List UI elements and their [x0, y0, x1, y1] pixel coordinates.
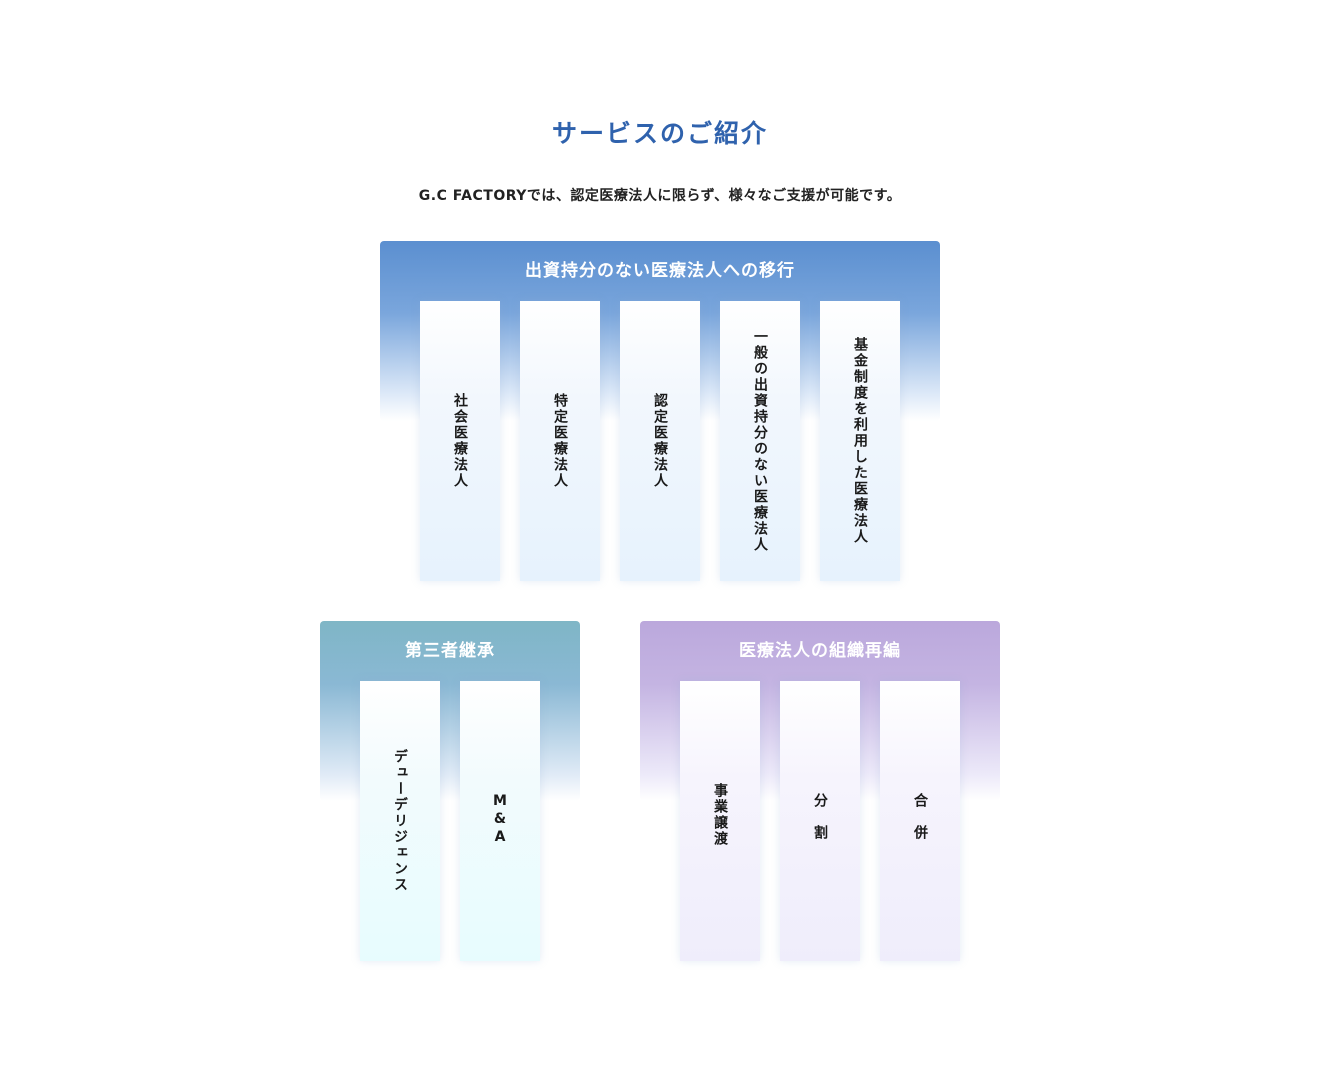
service-card[interactable]: 特定医療法人: [520, 301, 600, 581]
service-card-label: 事業譲渡: [712, 783, 728, 847]
service-card-label: 社会医療法人: [452, 393, 468, 489]
service-card[interactable]: 合併: [880, 681, 960, 961]
section-subtitle: G.C FACTORYでは、認定医療法人に限らず、様々なご支援が可能です。: [418, 188, 902, 204]
service-card[interactable]: デューデリジェンス: [360, 681, 440, 961]
service-card-label: 一般の出資持分のない医療法人: [752, 329, 768, 553]
group-title: 第三者継承: [405, 641, 495, 661]
service-card-label: 認定医療法人: [652, 393, 668, 489]
service-card[interactable]: 一般の出資持分のない医療法人: [720, 301, 800, 581]
service-card[interactable]: 認定医療法人: [620, 301, 700, 581]
service-group-transition: 出資持分のない医療法人への移行 社会医療法人 特定医療法人 認定医療法人 一般の…: [380, 241, 940, 581]
service-card-label: 基金制度を利用した医療法人: [852, 337, 868, 545]
section-title: サービスのご紹介: [551, 119, 768, 148]
service-card[interactable]: 事業譲渡: [680, 681, 760, 961]
service-card[interactable]: M&A: [460, 681, 540, 961]
service-card[interactable]: 基金制度を利用した医療法人: [820, 301, 900, 581]
service-card[interactable]: 社会医療法人: [420, 301, 500, 581]
service-card-label: 特定医療法人: [552, 393, 568, 489]
service-group-succession: 第三者継承 デューデリジェンス M&A: [320, 621, 580, 961]
service-card[interactable]: 分割: [780, 681, 860, 961]
group-title: 医療法人の組織再編: [739, 641, 901, 661]
service-card-label: M&A: [492, 793, 508, 847]
service-group-reorganization: 医療法人の組織再編 事業譲渡 分割 合併: [640, 621, 1000, 961]
service-card-label: デューデリジェンス: [392, 749, 408, 893]
group-title: 出資持分のない医療法人への移行: [525, 261, 795, 281]
service-card-label: 合併: [912, 793, 928, 857]
service-card-label: 分割: [812, 793, 828, 857]
